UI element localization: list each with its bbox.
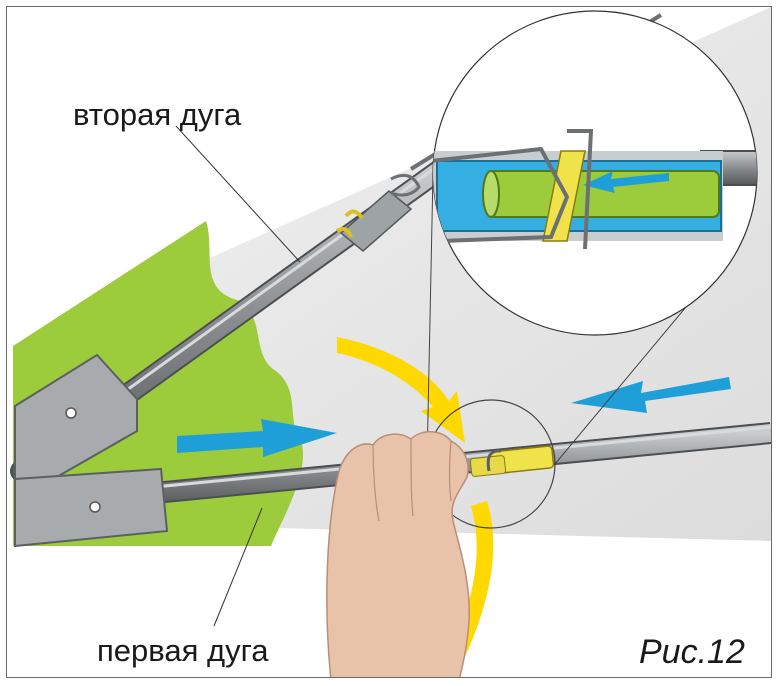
second-arc-label: вторая дуга (73, 97, 242, 132)
magnified-detail (432, 10, 758, 336)
figure-caption: Рис.12 (639, 633, 745, 671)
figure-frame: вторая дуга первая дуга Рис.12 (6, 6, 772, 678)
hand (326, 431, 470, 677)
arrow-left-icon (571, 377, 731, 413)
first-arc-label: первая дуга (97, 633, 269, 668)
assembly-illustration (10, 7, 771, 677)
second-arc-tube (10, 13, 663, 503)
arrow-right-icon (177, 419, 337, 457)
